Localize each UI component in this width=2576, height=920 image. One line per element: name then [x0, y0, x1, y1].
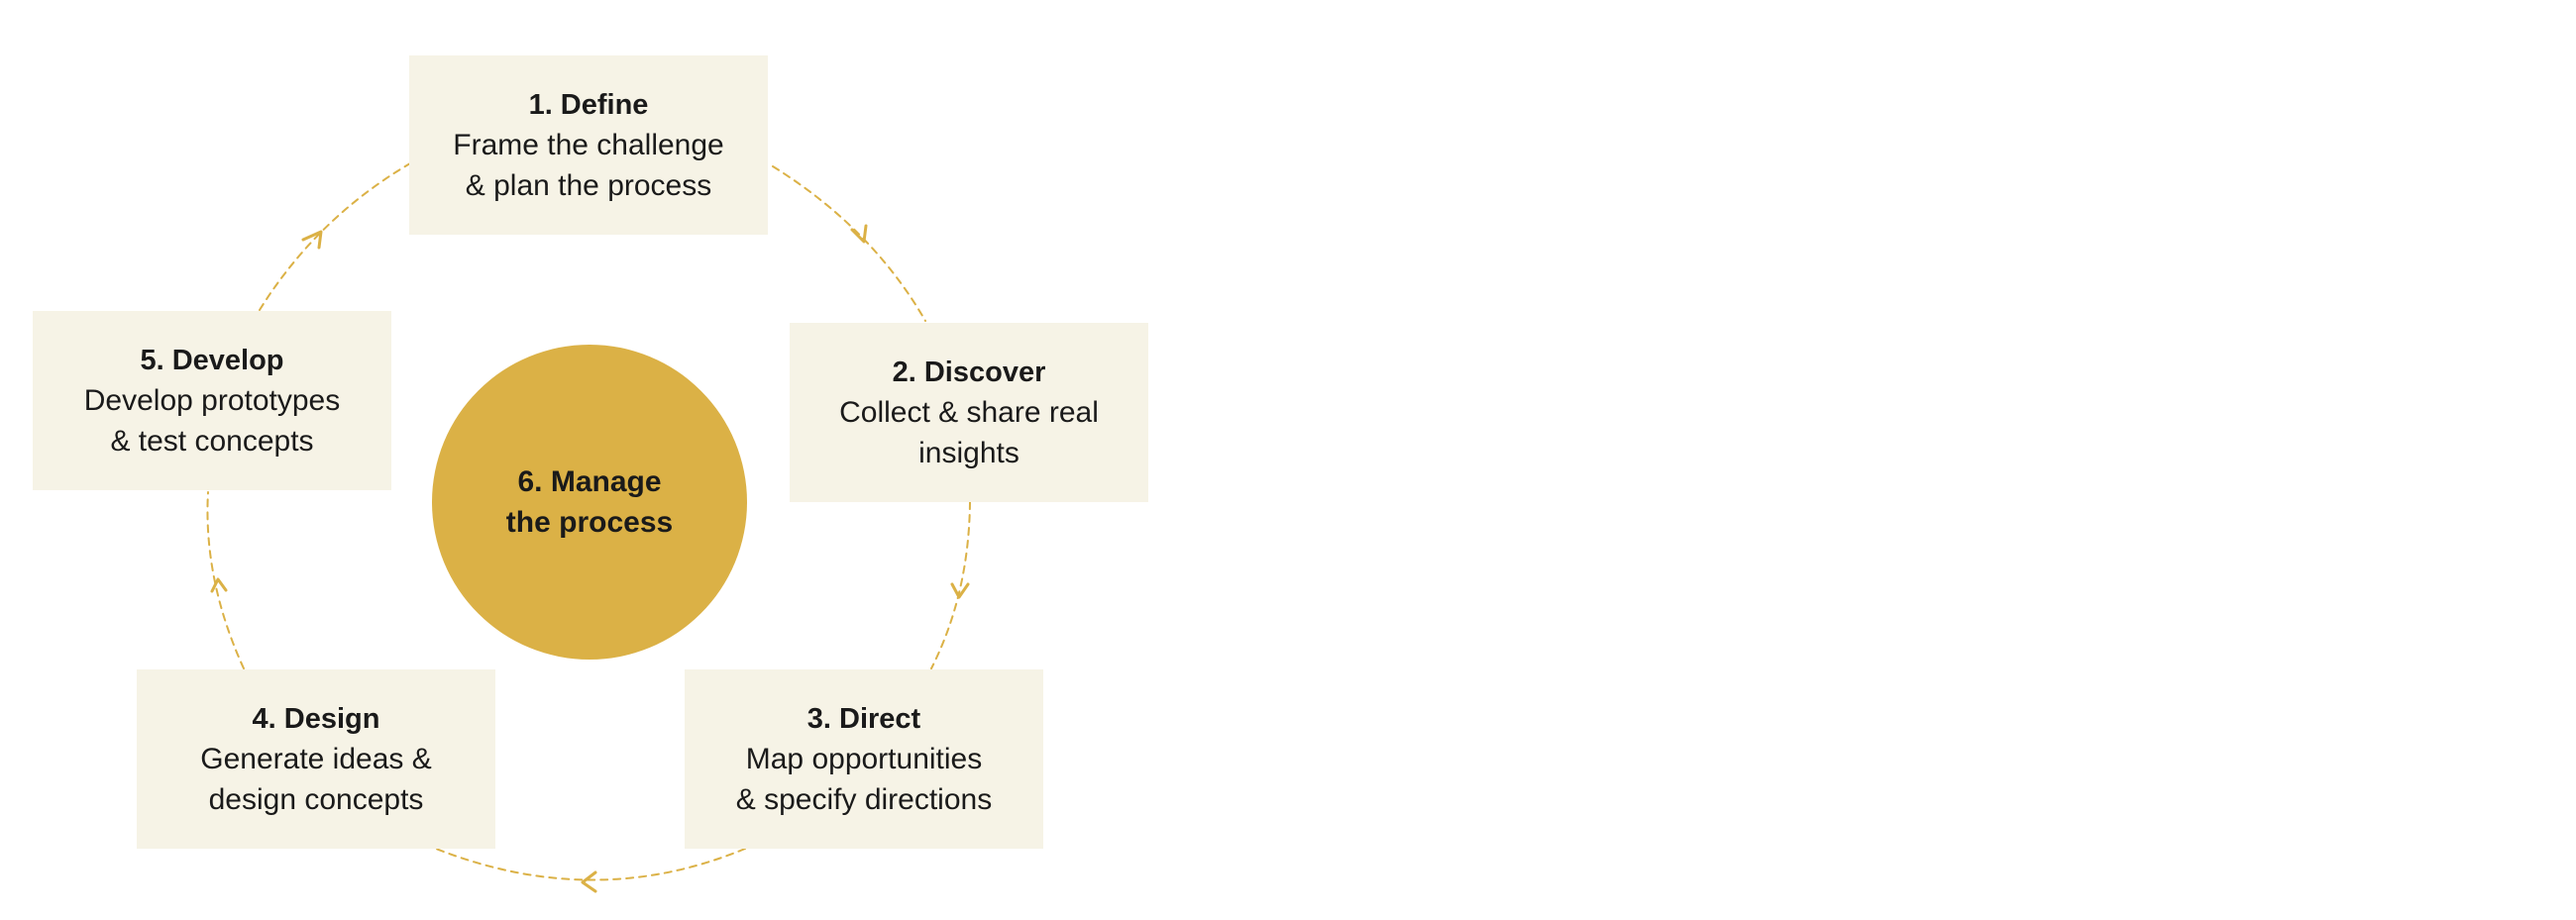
stage-description-line: & specify directions [735, 782, 993, 816]
connector-design-to-develop [206, 491, 245, 669]
arrow-define-to-discover-icon [850, 224, 868, 244]
stage-description-line: Frame the challenge [453, 128, 724, 161]
stage-title: 1. Define [528, 88, 649, 121]
stage-develop-box: 5. Develop Develop prototypes & test con… [33, 311, 391, 490]
center-title-line: the process [505, 506, 674, 539]
stage-define-box: 1. Define Frame the challenge & plan the… [409, 55, 768, 235]
stage-description-line: Collect & share real [839, 395, 1099, 429]
center-manage-circle: 6. Manage the process [432, 345, 747, 660]
center-title-line: 6. Manage [517, 465, 662, 498]
arrow-develop-to-define-icon [301, 230, 323, 250]
stage-title: 5. Develop [140, 344, 284, 376]
process-cycle-diagram: 1. Define Frame the challenge & plan the… [0, 0, 1189, 920]
stage-direct-box: 3. Direct Map opportunities & specify di… [685, 669, 1043, 849]
stage-description-line: design concepts [208, 782, 424, 816]
stage-description-line: Generate ideas & [200, 742, 432, 775]
arrow-discover-to-direct-icon [950, 582, 970, 599]
connector-develop-to-define [259, 162, 411, 311]
stage-description-line: & test concepts [110, 424, 314, 458]
stage-description-line: & plan the process [465, 168, 712, 202]
stage-title: 4. Design [252, 702, 380, 735]
arrow-direct-to-design-icon [581, 870, 597, 893]
connector-discover-to-direct [930, 501, 971, 669]
connector-define-to-discover [772, 165, 926, 322]
cycle-connectors [206, 162, 971, 893]
stage-title: 3. Direct [806, 702, 921, 735]
stage-title: 2. Discover [892, 356, 1046, 388]
stage-description-line: insights [918, 436, 1020, 469]
connector-direct-to-design [435, 848, 746, 881]
stage-description-line: Develop prototypes [83, 383, 341, 417]
stage-description-line: Map opportunities [745, 742, 983, 775]
stage-design-box: 4. Design Generate ideas & design concep… [137, 669, 495, 849]
arrow-design-to-develop-icon [210, 577, 228, 593]
stage-discover-box: 2. Discover Collect & share real insight… [790, 323, 1148, 502]
